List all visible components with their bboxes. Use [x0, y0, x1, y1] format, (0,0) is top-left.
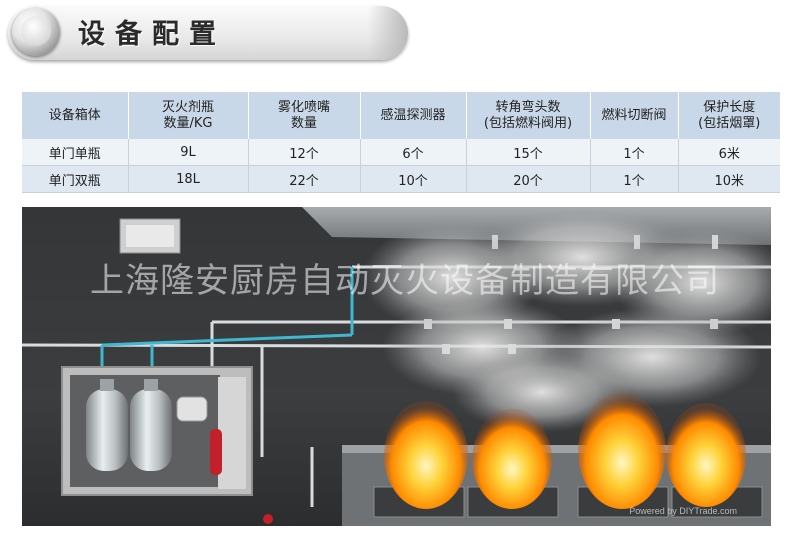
table-cell: 15个 [465, 139, 590, 166]
equipment-config-table: 设备箱体 灭火剂瓶数量/KG 雾化喷嘴数量 感温探测器 转角弯头数(包括燃料阀用… [22, 92, 780, 193]
table-cell: 6个 [359, 139, 466, 166]
cabinet-door [218, 377, 246, 489]
table-cell: 12个 [247, 139, 360, 166]
table-cell: 10米 [677, 165, 780, 193]
col-header-fuel-valve: 燃料切断阀 [589, 92, 678, 139]
smoke-clouds [362, 207, 771, 432]
table-cell: 10个 [359, 165, 466, 193]
table-row: 单门双瓶 18L 22个 10个 20个 1个 10米 [22, 165, 780, 193]
col-header-nozzle: 雾化喷嘴数量 [247, 92, 360, 139]
control-panel-face [126, 225, 174, 247]
flames [384, 393, 746, 509]
section-banner [8, 6, 408, 60]
table-cell: 20个 [465, 165, 590, 193]
col-header-box: 设备箱体 [22, 92, 128, 139]
table-cell: 9L [127, 139, 248, 166]
table-cell: 单门单瓶 [22, 139, 128, 166]
valve-assembly [176, 396, 208, 422]
scene-svg [22, 207, 771, 526]
agent-cylinders [86, 379, 172, 471]
banner-shade [368, 6, 408, 60]
table-cell: 18L [127, 165, 248, 193]
col-header-protection-length: 保护长度(包括烟罩) [677, 92, 780, 139]
table-row: 单门单瓶 9L 12个 6个 15个 1个 6米 [22, 139, 780, 166]
table-header-row: 设备箱体 灭火剂瓶数量/KG 雾化喷嘴数量 感温探测器 转角弯头数(包括燃料阀用… [22, 92, 780, 139]
banner-orb-highlight [21, 16, 51, 46]
col-header-elbows: 转角弯头数(包括燃料阀用) [465, 92, 590, 139]
table-cell: 1个 [589, 165, 678, 193]
table-cell: 1个 [589, 139, 678, 166]
col-header-detector: 感温探测器 [359, 92, 466, 139]
table-cell: 22个 [247, 165, 360, 193]
col-header-agent-bottle: 灭火剂瓶数量/KG [127, 92, 248, 139]
kitchen-fire-suppression-illustration: Powered by DIYTrade.com [22, 207, 771, 526]
site-credit: Powered by DIYTrade.com [629, 506, 737, 516]
company-watermark: 上海隆安厨房自动灭火设备制造有限公司 [90, 261, 720, 301]
fuel-valve-indicator [263, 514, 273, 524]
table-cell: 6米 [677, 139, 780, 166]
table-cell: 单门双瓶 [22, 165, 128, 193]
page-title: 设备配置 [78, 19, 226, 50]
red-cartridge [210, 429, 222, 475]
